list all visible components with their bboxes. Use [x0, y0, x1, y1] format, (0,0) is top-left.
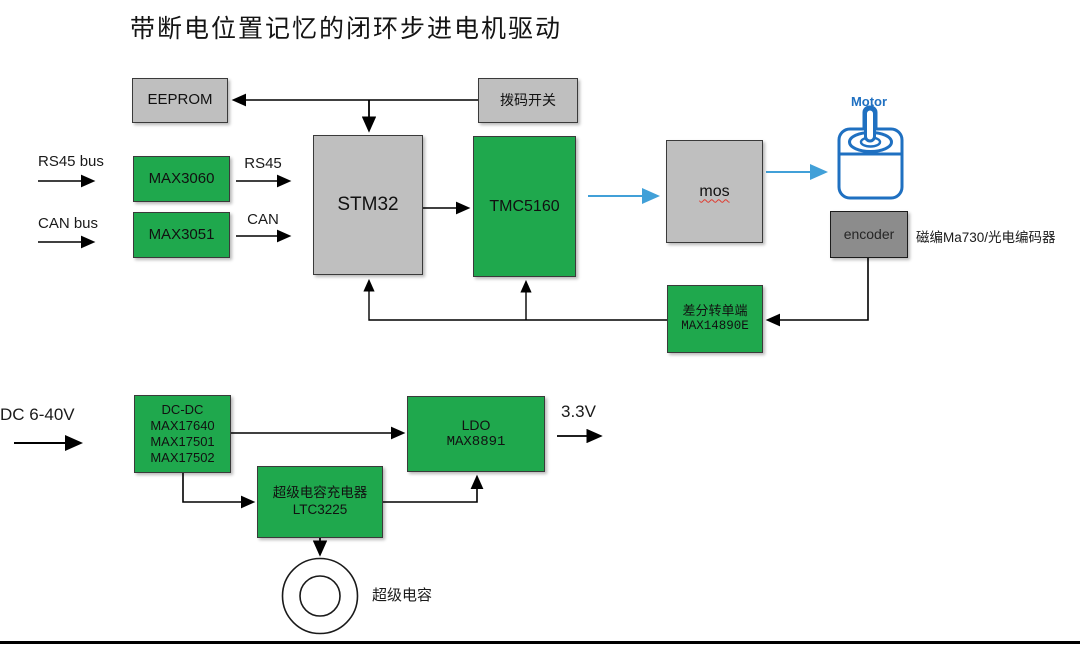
max3060-block: MAX3060	[133, 156, 230, 202]
diff-to-single-block: 差分转单端 MAX14890E	[667, 285, 763, 353]
stm32-label: STM32	[337, 194, 399, 216]
rs45-signal-label: RS45	[244, 155, 282, 172]
diff-to-single-part: MAX14890E	[681, 319, 749, 334]
eeprom-label: EEPROM	[147, 91, 213, 109]
supercap-label: 超级电容	[372, 587, 433, 604]
bottom-divider	[0, 641, 1080, 644]
encoder-label: encoder	[843, 225, 895, 242]
max3051-block: MAX3051	[133, 212, 230, 258]
rs45-bus-label: RS45 bus	[38, 153, 104, 170]
stm32-block: STM32	[313, 135, 423, 275]
dip-switch-block: 拨码开关	[478, 78, 578, 123]
motor-icon	[832, 101, 908, 203]
v33-label: 3.3V	[561, 402, 596, 421]
supercap-icon	[280, 556, 360, 636]
can-signal-label: CAN	[247, 211, 279, 228]
max3051-label: MAX3051	[148, 225, 215, 243]
ldo-title: LDO	[461, 416, 491, 433]
ldo-part: MAX8891	[446, 434, 506, 450]
dcdc-part3: MAX17502	[150, 449, 215, 465]
supercap-charger-block: 超级电容充电器 LTC3225	[257, 466, 383, 538]
dcdc-title: DC-DC	[161, 402, 204, 418]
dcdc-block: DC-DC MAX17640 MAX17501 MAX17502	[134, 395, 231, 473]
tmc5160-label: TMC5160	[489, 197, 560, 215]
motor-label: Motor	[850, 94, 888, 109]
ldo-block: LDO MAX8891	[407, 396, 545, 472]
eeprom-block: EEPROM	[132, 78, 228, 123]
dcdc-part2: MAX17501	[150, 434, 215, 449]
mos-label: mos	[699, 182, 730, 200]
encoder-note-label: 磁编Ma730/光电编码器	[916, 230, 1056, 245]
diagram-title: 带断电位置记忆的闭环步进电机驱动	[130, 16, 563, 43]
mos-block: mos	[666, 140, 763, 243]
max3060-label: MAX3060	[148, 169, 215, 187]
can-bus-label: CAN bus	[38, 215, 99, 232]
dip-switch-label: 拨码开关	[500, 91, 556, 108]
diff-to-single-title: 差分转单端	[682, 303, 748, 319]
supercap-charger-title: 超级电容充电器	[272, 485, 368, 501]
encoder-block: encoder	[830, 211, 908, 258]
dcdc-part1: MAX17640	[150, 418, 215, 434]
dc-input-label: DC 6-40V	[0, 405, 75, 424]
tmc5160-block: TMC5160	[473, 136, 576, 277]
supercap-charger-part: LTC3225	[292, 502, 348, 517]
